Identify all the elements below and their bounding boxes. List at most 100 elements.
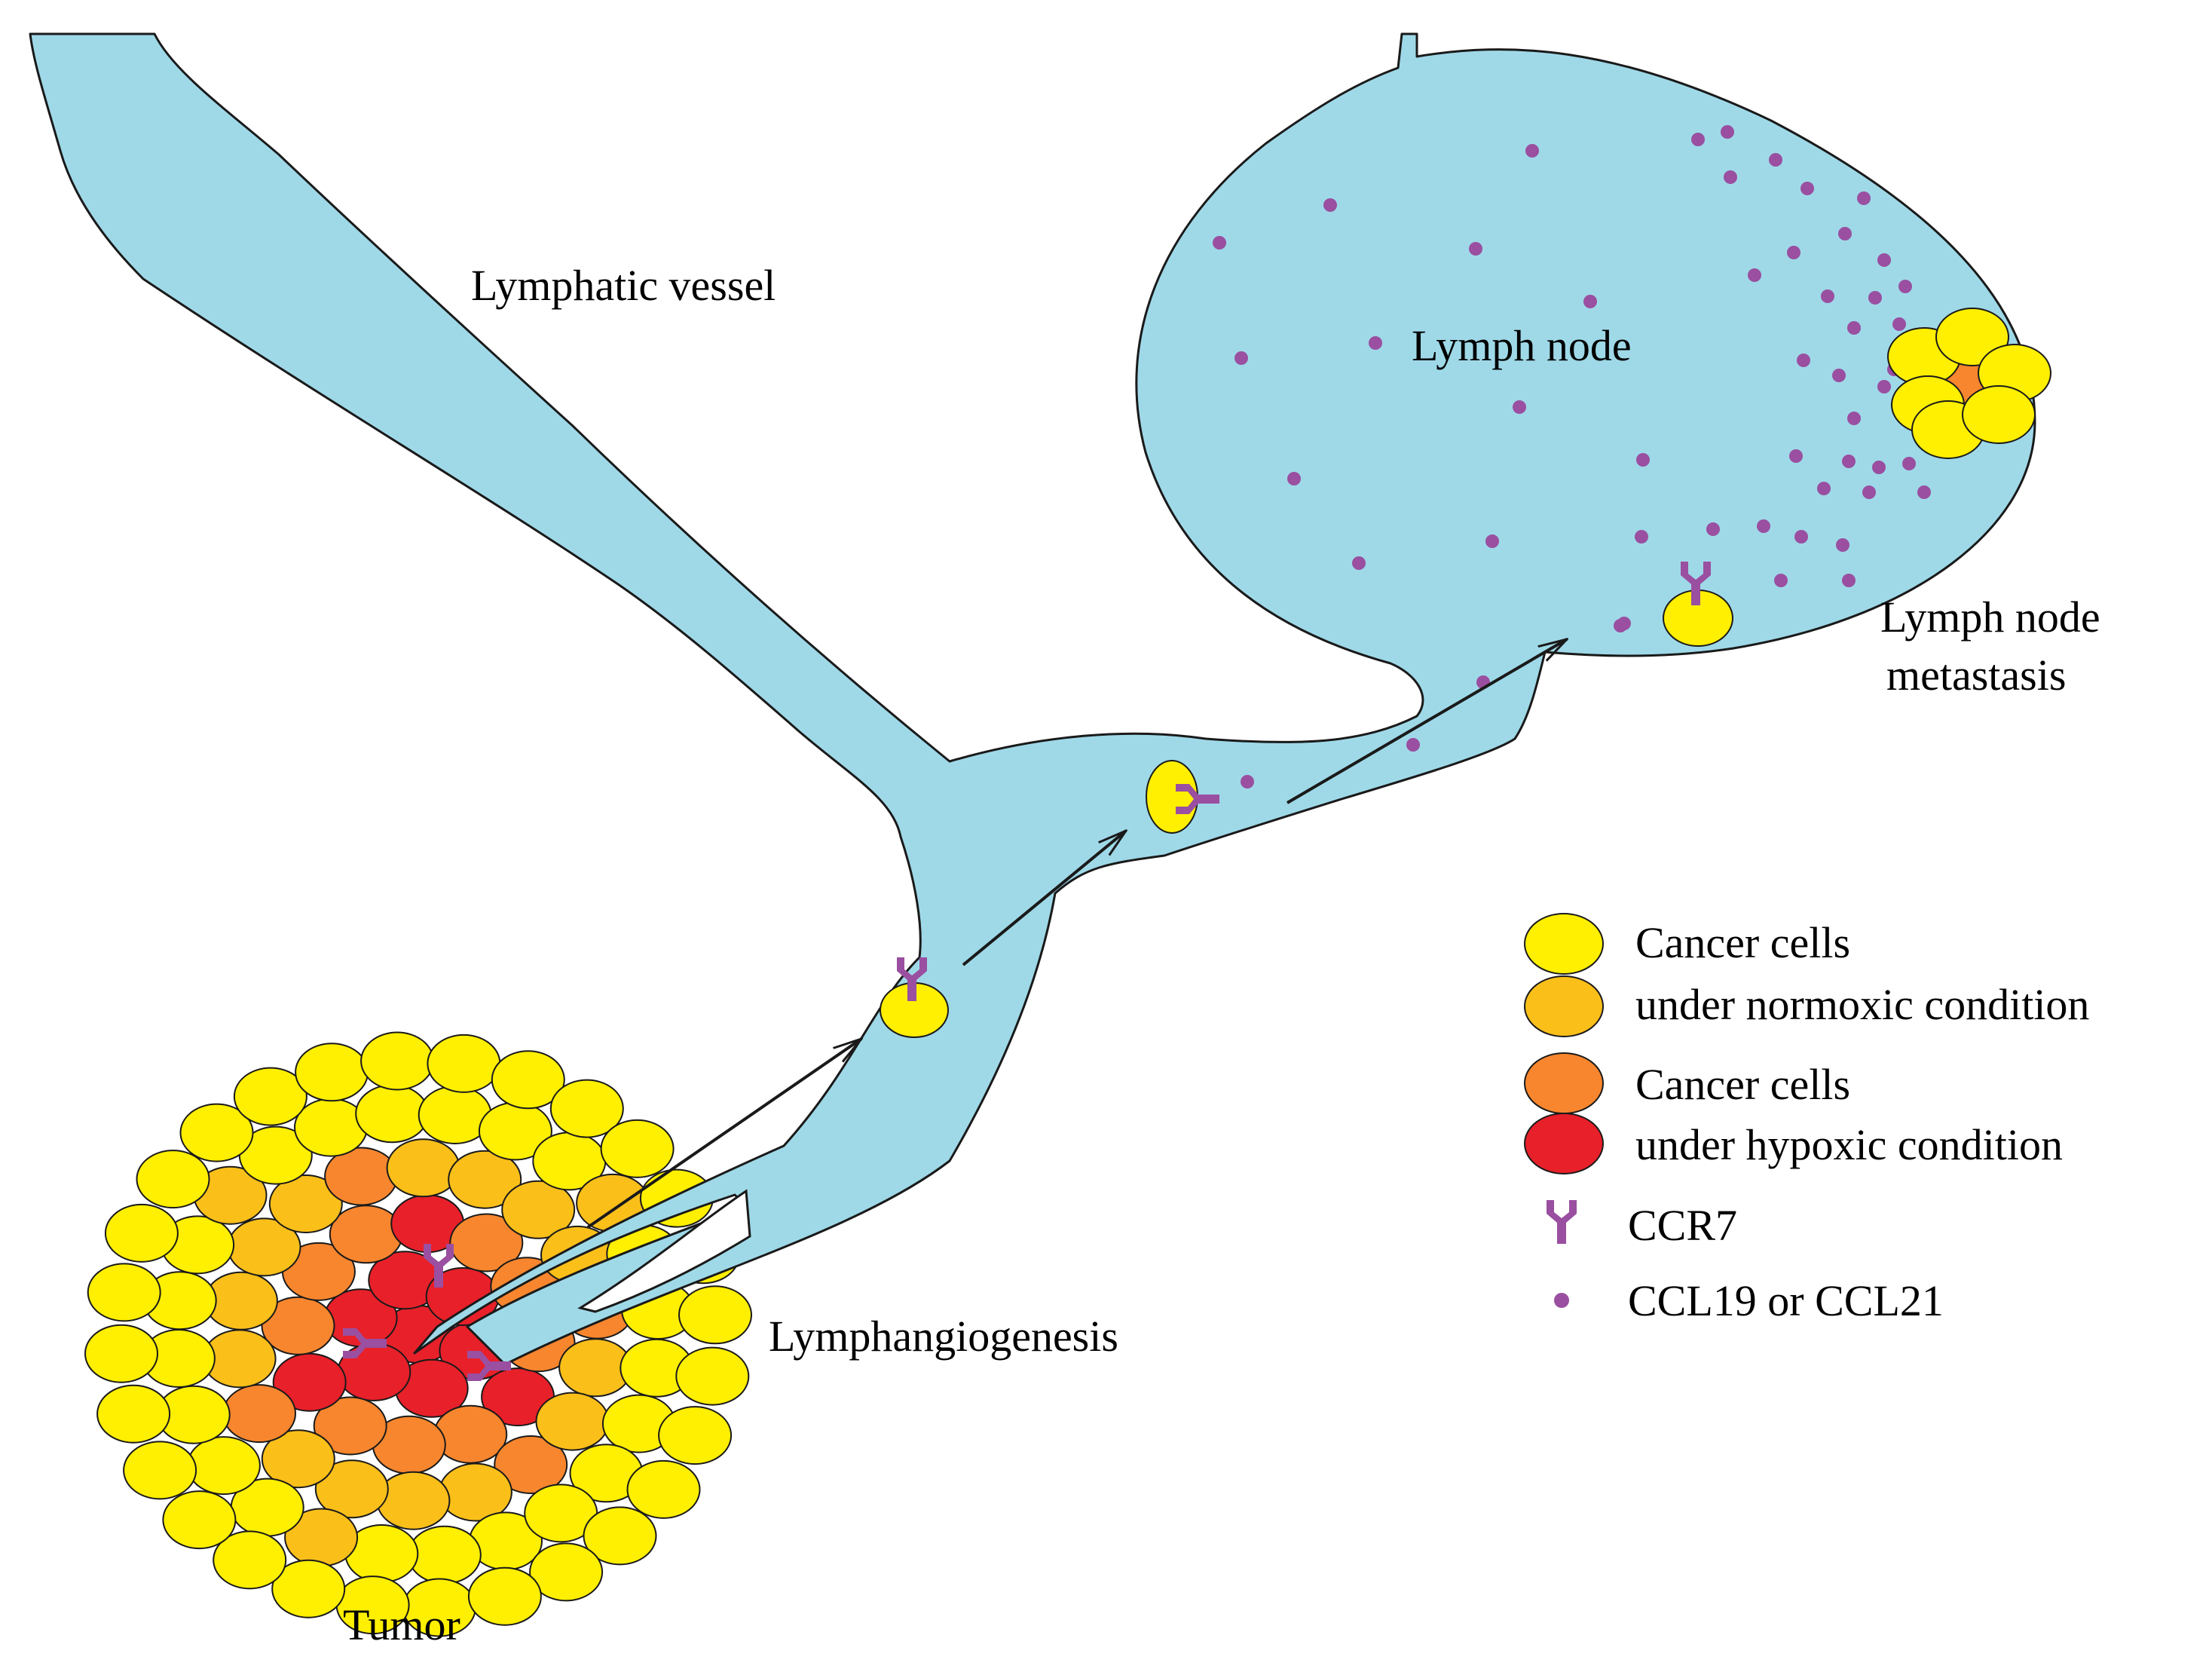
ccl-dot	[1857, 191, 1871, 205]
tumor-cell	[360, 1031, 435, 1091]
ccl-dot	[1748, 268, 1761, 282]
tumor-cell	[529, 1542, 604, 1602]
ccl-dot	[1721, 125, 1734, 139]
ccl-dot	[1892, 317, 1906, 331]
tumor-cell	[600, 1119, 675, 1178]
tumor-cell	[179, 1103, 254, 1162]
ccl-dot	[1525, 144, 1539, 158]
legend-hypoxic-line2: under hypoxic condition	[1635, 1120, 2063, 1169]
tumor-cell	[84, 1324, 158, 1383]
ccl-dot	[1769, 153, 1782, 167]
ccl-dot	[1583, 295, 1597, 308]
tumor-cell	[658, 1406, 733, 1465]
ccl-dot	[1774, 574, 1788, 587]
ccl-dot	[1213, 236, 1226, 250]
tumor-cell	[261, 1296, 335, 1355]
arrow-vessel-to-node	[1286, 639, 1567, 804]
ccl-dot	[1877, 253, 1891, 267]
label-lymph-node: Lymph node	[1412, 321, 1632, 370]
tumor-cell	[386, 1138, 460, 1198]
ccl-dot	[1614, 619, 1627, 632]
ccl-dot	[1757, 519, 1770, 533]
tumor-cell	[186, 1436, 261, 1496]
ccl-dot	[1794, 530, 1808, 544]
tumor-cell	[261, 1429, 335, 1489]
ccl-dot	[1406, 738, 1420, 752]
tumor-cell	[494, 1435, 568, 1494]
tumor-cell	[427, 1034, 501, 1093]
legend-ccl-label: CCL19 or CCL21	[1628, 1276, 1944, 1325]
legend-swatch-yellow	[1524, 913, 1604, 975]
ccl-dot	[1838, 227, 1852, 240]
tumor-cell	[675, 1346, 750, 1406]
ccl-dot	[1847, 321, 1861, 335]
tumor-cell	[136, 1150, 210, 1209]
ccl-dot	[1636, 453, 1650, 467]
migrating-cancer-cells	[880, 589, 1733, 1038]
tumor-cell	[501, 1180, 576, 1239]
legend: Cancer cells under normoxic condition Ca…	[1524, 913, 2089, 1325]
tumor-cell	[626, 1459, 701, 1519]
lymphatic-vessel-and-lymph-node	[29, 32, 2036, 1366]
ccl-dot	[1787, 246, 1801, 259]
legend-normoxic-line1: Cancer cells	[1635, 918, 1850, 967]
ccr7-receptor-icon	[1176, 784, 1219, 814]
branch-slit	[577, 1189, 751, 1313]
ccl-dot	[1797, 354, 1810, 367]
tumor-cell	[222, 1384, 296, 1444]
tumor-cell	[213, 1530, 287, 1590]
ccl-dot	[1836, 538, 1849, 552]
label-lymph-node-metastasis-1: Lymph node	[1880, 593, 2100, 642]
arrow-tumor-to-vessel	[586, 1039, 861, 1229]
legend-swatch-gold	[1524, 975, 1604, 1037]
tumor-cell	[678, 1285, 752, 1345]
ccr7-receptor-icon	[897, 957, 927, 1001]
ccl-chemokine-dots	[1213, 125, 1931, 789]
ccl-dot	[1847, 412, 1861, 425]
arrow-vessel-upstream	[962, 831, 1126, 966]
tumor-cell-cluster	[84, 1031, 752, 1637]
tumor-cell	[123, 1441, 197, 1500]
ccr7-receptor-icon	[424, 1244, 454, 1288]
label-tumor: Tumor	[343, 1600, 460, 1649]
tumor-cell	[96, 1384, 171, 1444]
ccl-dot	[1842, 455, 1856, 468]
metastasis-cell	[1962, 385, 2036, 444]
ccl-dot	[1817, 482, 1831, 495]
legend-ccl-dot	[1554, 1293, 1569, 1308]
tumor-cell	[448, 1150, 522, 1209]
ccr7-receptors	[343, 562, 1711, 1381]
label-lymph-node-metastasis-2: metastasis	[1886, 651, 2066, 700]
tumor-cell	[376, 1471, 451, 1530]
migrating-cell-2	[1146, 760, 1198, 834]
ccl-dot	[1352, 556, 1366, 570]
migration-arrows	[586, 639, 1567, 1229]
label-lymphatic-vessel: Lymphatic vessel	[471, 261, 776, 310]
tumor-cell	[407, 1525, 482, 1585]
legend-hypoxic-line1: Cancer cells	[1635, 1060, 1850, 1109]
legend-swatch-red	[1524, 1113, 1604, 1174]
ccl-dot	[1821, 289, 1834, 303]
ccl-dot	[1469, 242, 1482, 256]
ccl-dot	[1898, 280, 1912, 293]
tumor-cell	[271, 1559, 346, 1618]
ccl-dot	[1513, 400, 1526, 414]
tumor-cell	[104, 1203, 179, 1263]
tumor-cell	[583, 1506, 657, 1566]
ccl-dot	[1801, 182, 1814, 195]
tumor-cell	[467, 1566, 542, 1626]
ccl-dot	[1287, 472, 1301, 485]
ccl-dot	[1241, 775, 1254, 789]
tumor-cell	[162, 1490, 237, 1550]
legend-ccr7-label: CCR7	[1628, 1201, 1737, 1250]
ccl-dot	[1862, 485, 1876, 499]
tumor-cell	[535, 1392, 610, 1451]
ccl-dot	[1877, 380, 1891, 394]
ccl-dot	[1832, 369, 1846, 382]
ccl-dot	[1902, 457, 1916, 470]
legend-swatch-orange	[1524, 1052, 1604, 1114]
lymph-node-metastasis-cluster	[1887, 308, 2051, 459]
tumor-cell	[355, 1084, 430, 1144]
ccr7-receptor-icon	[467, 1351, 511, 1381]
